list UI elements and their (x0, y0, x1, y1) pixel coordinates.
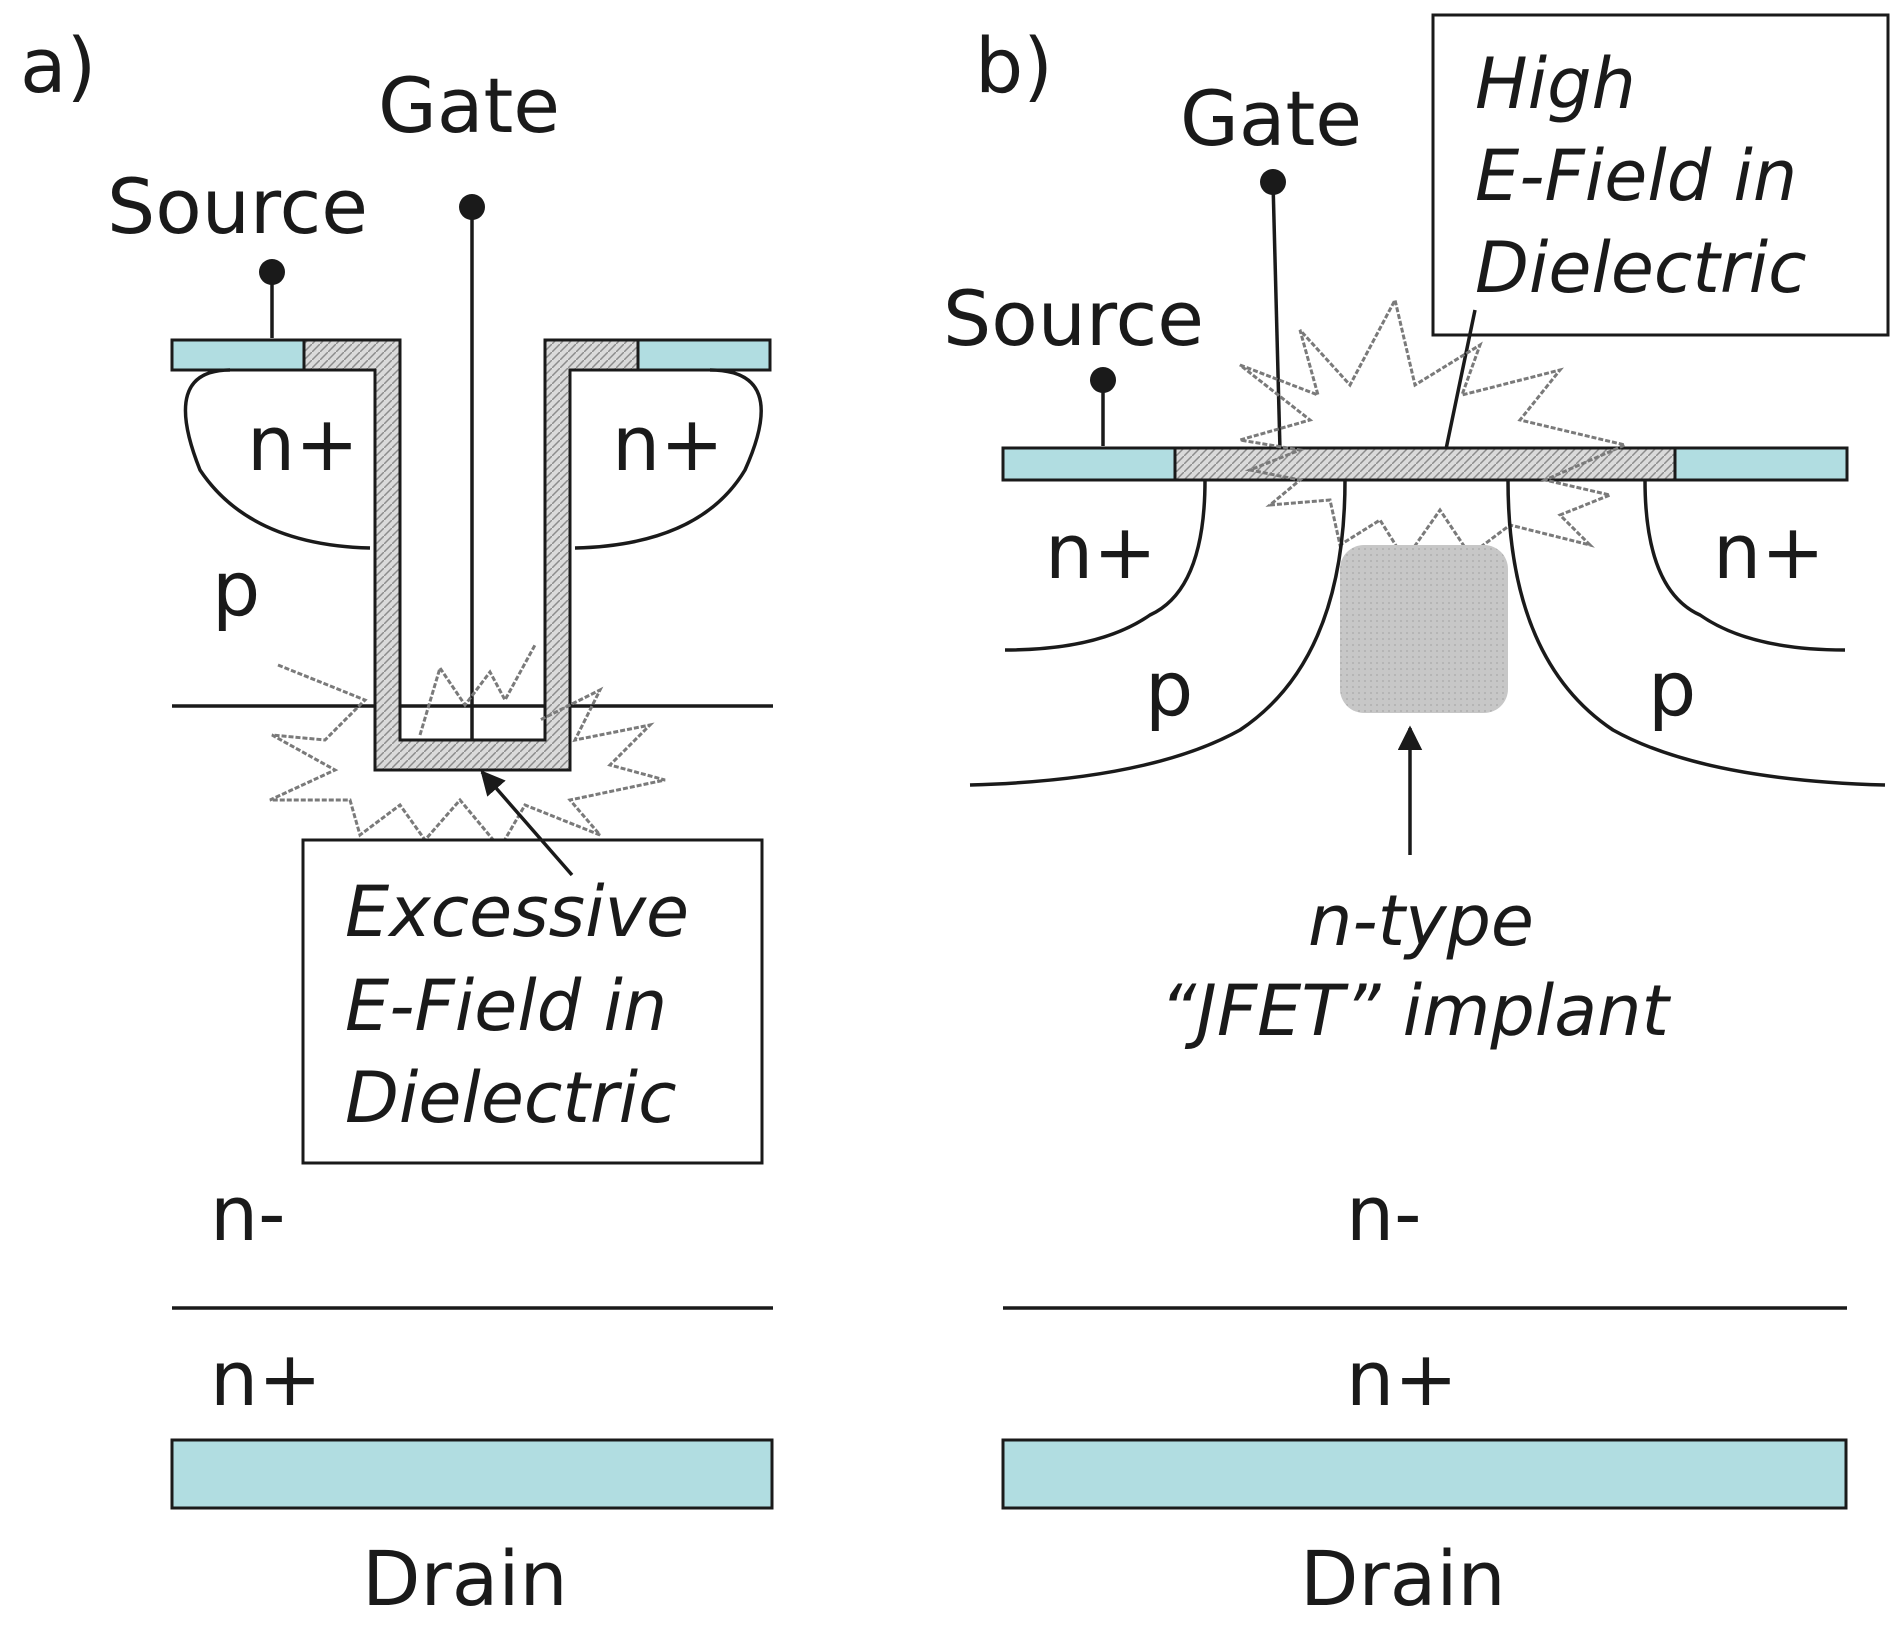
panel-b-efield-starburst (1239, 295, 1630, 563)
panel-b-nplus-substrate-label: n+ (1346, 1334, 1458, 1423)
panel-a-drain-label: Drain (362, 1534, 568, 1623)
panel-b-callout-line-1: High (1475, 43, 1636, 125)
panel-b-label: b) (975, 21, 1053, 110)
panel-a-nminus-label: n- (210, 1169, 286, 1258)
panel-b-planar-gate-oxide (1173, 446, 1677, 482)
panel-b-nminus-label: n- (1346, 1169, 1422, 1258)
panel-a-efield-starburst (269, 663, 666, 851)
panel-b-right-source-metal (1673, 446, 1849, 482)
panel-a-gate-terminal (459, 194, 485, 220)
panel-b-left-p-label: p (1145, 644, 1193, 733)
panel-b-callout-box (1431, 13, 1890, 337)
panel-a-source-label: Source (107, 162, 368, 251)
panel-b-gate-terminal (1260, 169, 1286, 195)
panel-b-right-nplus-label: n+ (1713, 507, 1825, 596)
panel-a-left-nplus-boundary (183, 368, 371, 550)
panel-b-left-source-metal (1001, 446, 1177, 482)
panel-a-drain-metal (170, 1438, 774, 1510)
panel-b-left-p-boundary (969, 479, 1347, 787)
panel-a-callout-line-2: E-Field in (345, 965, 667, 1047)
panel-b-left-nplus-boundary (1004, 479, 1207, 652)
panel-a-trench-mosfet: a) Gate Source n+ n+ p Excessive E-Field… (20, 21, 774, 1623)
panel-a-nplus-substrate-label: n+ (210, 1334, 322, 1423)
panel-b-right-p-boundary (1506, 479, 1886, 787)
panel-b-implant-line-2: “JFET” implant (1160, 970, 1671, 1052)
panel-a-callout-line-3: Dielectric (345, 1057, 677, 1139)
panel-b-left-nplus-label: n+ (1045, 507, 1157, 596)
panel-b-drain-metal (1001, 1438, 1848, 1510)
panel-a-right-nplus-label: n+ (612, 399, 724, 488)
panel-a-source-terminal (259, 259, 285, 285)
panel-b-drain-label: Drain (1300, 1534, 1506, 1623)
panel-b-jfet-implant-region (1340, 545, 1508, 713)
panel-a-callout-arrow (480, 770, 574, 877)
panel-b-implant-line-1: n-type (1308, 880, 1534, 962)
panel-a-callout-line-1: Excessive (345, 871, 689, 953)
panel-b-planar-mosfet: b) High E-Field in Dielectric Gate Sourc… (943, 13, 1890, 1623)
panel-a-gate-label: Gate (378, 61, 560, 150)
panel-b-gate-label: Gate (1180, 74, 1362, 163)
panel-a-left-source-metal (170, 338, 306, 372)
panel-a-right-nplus-boundary (574, 368, 763, 550)
panel-b-source-label: Source (943, 274, 1204, 363)
panel-a-p-body-label: p (212, 544, 260, 633)
panel-b-right-p-label: p (1648, 644, 1696, 733)
panel-b-right-nplus-boundary (1643, 479, 1846, 652)
panel-b-source-terminal (1090, 367, 1116, 393)
panel-a-efield-starburst-inner (418, 644, 537, 736)
panel-b-gate-lead (1271, 181, 1282, 451)
panel-a-right-source-metal (636, 338, 772, 372)
panel-b-callout-line-2: E-Field in (1475, 135, 1797, 217)
panel-a-left-nplus-label: n+ (247, 399, 359, 488)
panel-a-callout-box (301, 838, 764, 1165)
panel-b-callout-line-3: Dielectric (1475, 227, 1807, 309)
panel-a-trench-gate-oxide (302, 338, 640, 772)
panel-a-label: a) (20, 21, 96, 110)
